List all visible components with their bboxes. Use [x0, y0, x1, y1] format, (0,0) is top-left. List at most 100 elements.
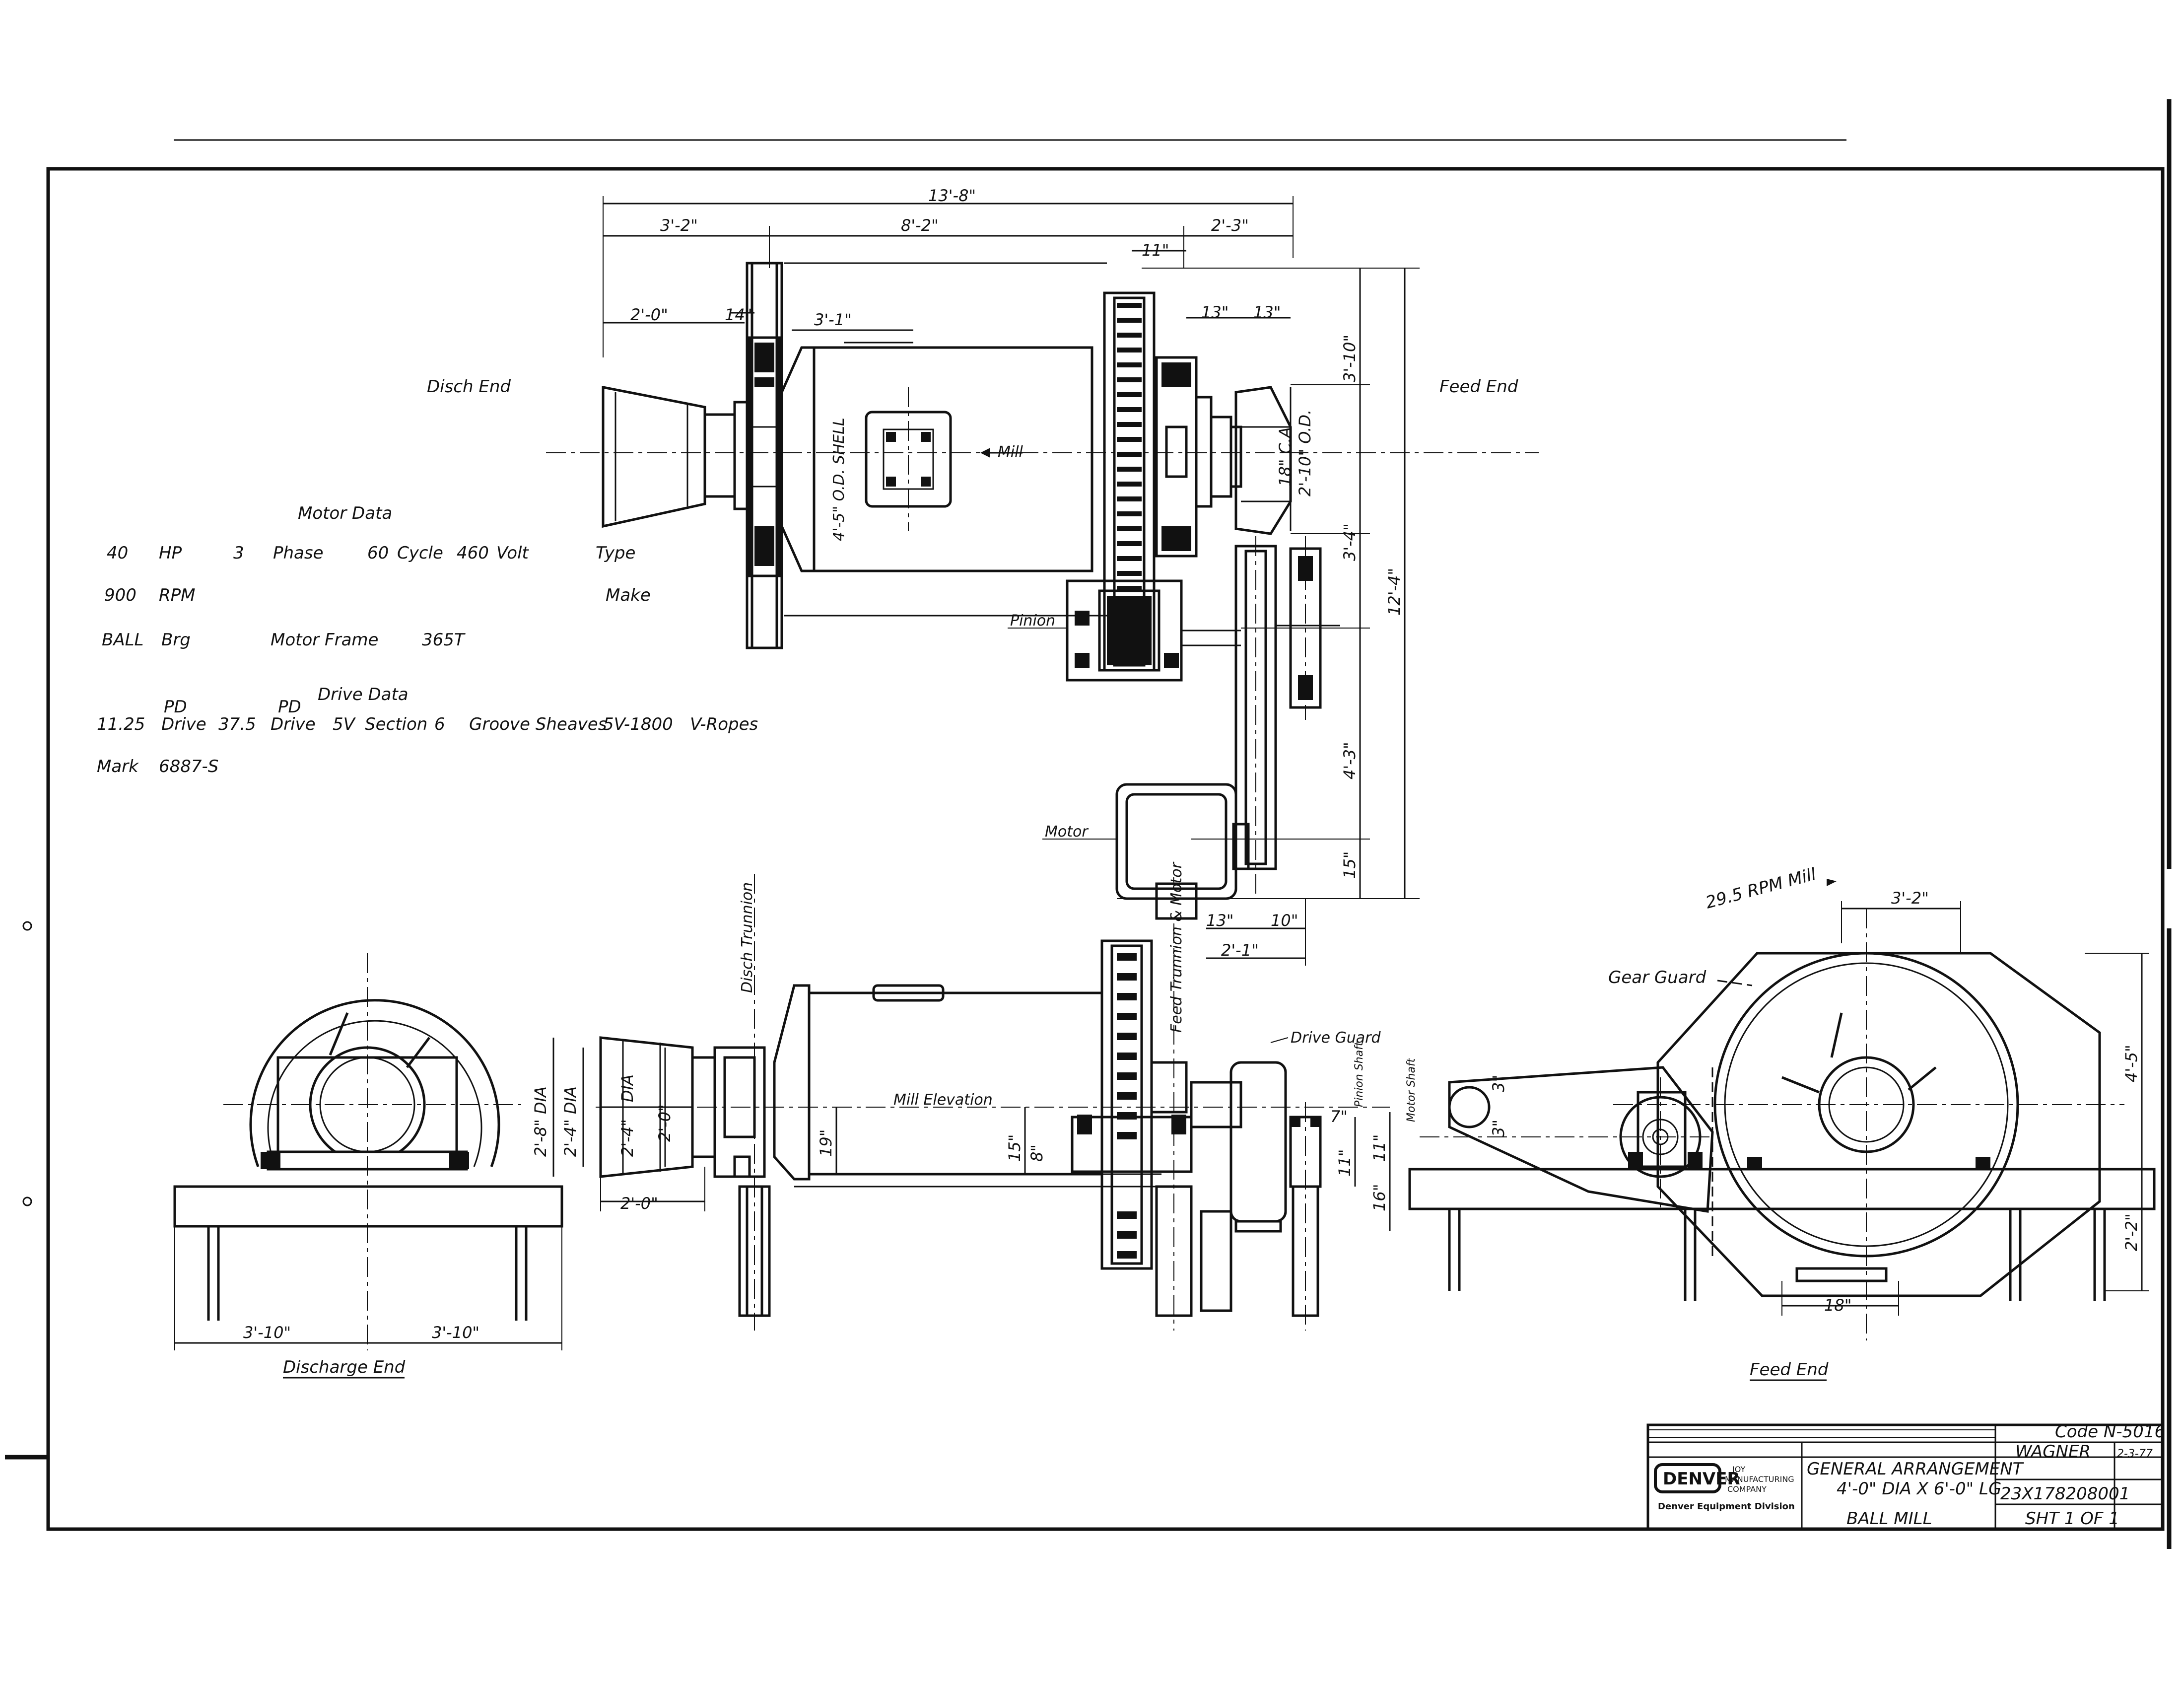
volt-label: Volt	[496, 543, 530, 563]
brg-value: BALL	[102, 630, 143, 650]
drawn-date: 2-3-77	[2117, 1448, 2153, 1460]
pd-label-b: PD	[278, 697, 301, 717]
dim-11c: 11"	[1370, 1134, 1389, 1162]
hp-label: HP	[159, 543, 182, 563]
dim-15b: 15"	[1005, 1134, 1024, 1162]
company-line3: COMPANY	[1727, 1484, 1767, 1494]
dim-3b: 3"	[1489, 1120, 1508, 1137]
groove-label: Groove Sheaves	[469, 714, 607, 734]
drive-label-b: Drive	[271, 714, 316, 734]
dim-3-4: 3'-4"	[1340, 523, 1359, 561]
dim-3-2: 3'-2"	[660, 216, 698, 235]
dim-2-8-dia: 2'-8" DIA	[531, 1086, 550, 1157]
feed-end-title: Feed End	[1750, 1360, 1829, 1380]
dim-13c: 13"	[1206, 911, 1233, 930]
rpm-value: 900	[104, 585, 136, 605]
dim-3-2b: 3'-2"	[1891, 889, 1929, 908]
disch-end-label: Disch End	[427, 377, 511, 397]
dim-8: 8"	[1027, 1144, 1046, 1162]
make-label: Make	[606, 585, 651, 605]
dim-4-5: 4'-5"	[2122, 1045, 2141, 1082]
discharge-end-title: Discharge End	[283, 1357, 406, 1377]
disch-trunnion-label: Disch Trunnion	[739, 882, 756, 993]
title-line1: GENERAL ARRANGEMENT	[1807, 1459, 2024, 1479]
shell-od-label: 4'-5" O.D. SHELL	[830, 418, 848, 541]
dim-13a: 13"	[1201, 303, 1228, 322]
dim-2-0b: 2'-0"	[655, 1104, 674, 1142]
feed-end-label: Feed End	[1439, 377, 1518, 397]
dim-3-10: 3'-10"	[1340, 335, 1359, 382]
title-line2: 4'-0" DIA X 6'-0" LG	[1837, 1479, 2001, 1499]
company-logo: DENVER	[1663, 1469, 1740, 1489]
brg-label: Brg	[161, 630, 191, 650]
drive-guard-label: Drive Guard	[1291, 1029, 1381, 1047]
dim-3-10a: 3'-10"	[243, 1323, 291, 1342]
frame-label: Motor Frame	[271, 630, 378, 650]
section-label: Section	[365, 714, 427, 734]
grooves-value: 6	[434, 714, 445, 734]
sheet-number: SHT 1 OF 1	[2025, 1509, 2119, 1529]
division-name: Denver Equipment Division	[1658, 1501, 1795, 1512]
dim-18: 18"	[1824, 1296, 1851, 1315]
dim-10: 10"	[1271, 911, 1298, 930]
drive-data-heading: Drive Data	[318, 685, 409, 704]
dim-3a: 3"	[1489, 1075, 1508, 1092]
dim-16: 16"	[1370, 1184, 1389, 1211]
cycle-label: Cycle	[397, 543, 443, 563]
dim-2-4-dia: 2'-4" DIA	[561, 1086, 580, 1157]
dim-12-4: 12'-4"	[1385, 568, 1404, 616]
mill-elevation-label: Mill Elevation	[893, 1091, 993, 1109]
dim-2-0c: 2'-0"	[620, 1194, 658, 1213]
dim-2-3: 2'-3"	[1211, 216, 1249, 235]
type-label: Type	[596, 543, 635, 563]
drive-label-a: Drive	[161, 714, 206, 734]
dim-overall: 13'-8"	[928, 186, 976, 205]
motor-shaft-label: Motor Shaft	[1405, 1057, 1418, 1122]
sheet-frame	[5, 99, 2172, 1549]
dim-3-1: 3'-1"	[814, 310, 852, 329]
motor-data-heading: Motor Data	[298, 503, 392, 523]
phase-value: 3	[233, 543, 244, 563]
dim-8-2: 8'-2"	[901, 216, 939, 235]
code-number: Code N-5016	[2055, 1422, 2165, 1442]
gear-guard-label: Gear Guard	[1608, 968, 1706, 987]
dim-11b: 11"	[1335, 1149, 1354, 1177]
pd-a-value: 11.25	[97, 714, 145, 734]
volt-value: 460	[457, 543, 489, 563]
hp-value: 40	[107, 543, 128, 563]
title-block: Code N-5016 WAGNER 2-3-77 DENVER JOY MAN…	[1646, 1422, 2165, 1531]
dim-2-2: 2'-2"	[2122, 1213, 2141, 1251]
plan-view: 13'-8" 3'-2" 8'-2" 2'-3" 11" 2'-0" 14" 3…	[427, 186, 1539, 966]
mill-elevation-view: Disch Trunnion Mill Elevation Feed	[531, 861, 1418, 1331]
rpm-label: RPM	[159, 585, 195, 605]
ropes-label: V-Ropes	[690, 714, 758, 734]
section-value: 5V	[333, 714, 356, 734]
drawn-by: WAGNER	[2015, 1442, 2091, 1462]
dim-15: 15"	[1340, 851, 1359, 879]
mill-label: Mill	[998, 443, 1024, 461]
company-line2: MANUFACTURING	[1725, 1475, 1794, 1484]
dim-2-4: 2'-4"	[618, 1119, 637, 1157]
dim-11: 11"	[1142, 241, 1169, 260]
phase-label: Phase	[273, 543, 324, 563]
cycle-value: 60	[367, 543, 389, 563]
pd-label-a: PD	[164, 697, 187, 717]
mark-label: Mark	[97, 757, 139, 776]
dim-3-10b: 3'-10"	[432, 1323, 479, 1342]
company-line1: JOY	[1732, 1465, 1745, 1474]
pinion-label: Pinion	[1010, 612, 1055, 630]
drawing-number: 23X178208001	[2000, 1484, 2130, 1504]
title-line3: BALL MILL	[1846, 1509, 1932, 1529]
motor-label: Motor	[1045, 823, 1089, 841]
feed-end-view: 3'-2" 4'-5" 2'-2" 18" 16" 11" 3" 3" 29.5…	[1370, 864, 2156, 1381]
dim-dia: DIA	[618, 1074, 637, 1102]
frame-value: 365T	[422, 630, 466, 650]
dim-4-3: 4'-3"	[1340, 742, 1359, 779]
dim-19: 19"	[817, 1129, 835, 1157]
motor-data-notes: Motor Data 40 HP 3 Phase 60 Cycle 460 Vo…	[97, 503, 758, 776]
rpm-mill-label: 29.5 RPM Mill	[1704, 864, 1819, 913]
dim-2-1: 2'-1"	[1221, 941, 1259, 960]
dim-2-0: 2'-0"	[630, 305, 668, 324]
dim-13b: 13"	[1253, 303, 1281, 322]
